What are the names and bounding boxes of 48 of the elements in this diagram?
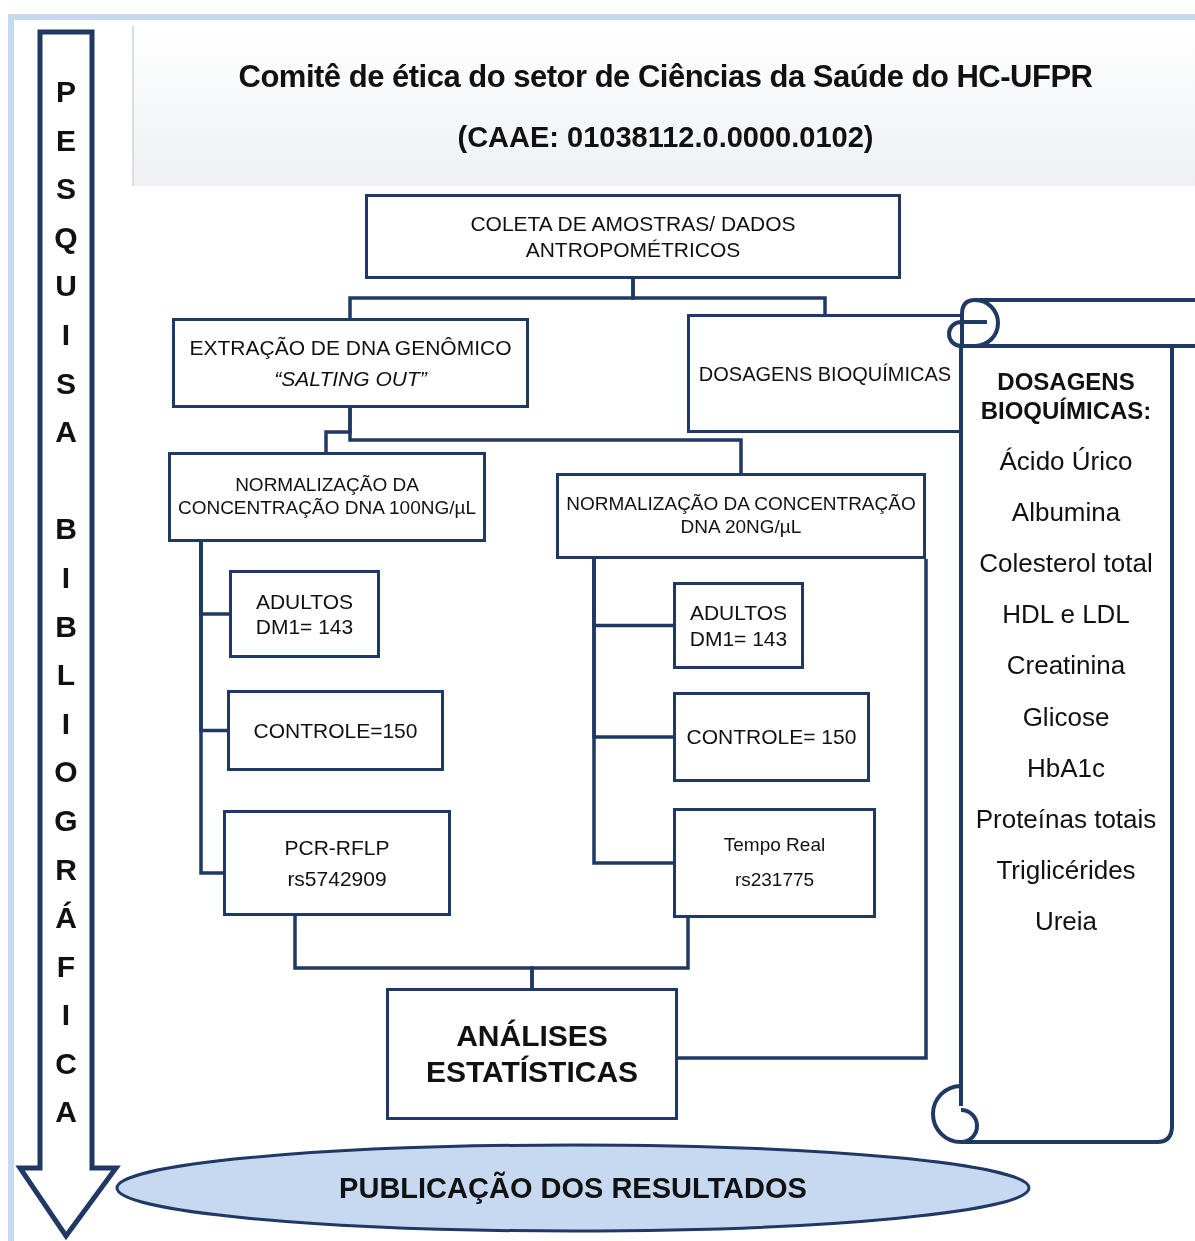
process-box xyxy=(229,570,380,658)
process-box xyxy=(386,988,678,1120)
node-text: ADULTOS DM1= 143 xyxy=(688,600,789,651)
list-item: Colesterol total xyxy=(979,547,1153,580)
reference-code: (CAAE: 01038112.0.0000.0102) xyxy=(457,120,874,154)
process-box xyxy=(227,690,444,771)
process-box xyxy=(673,582,804,669)
connector-line xyxy=(199,542,223,875)
process-box xyxy=(365,194,901,279)
title: Comitê de ética do setor de Ciências da Saúde do HC-UFPR xyxy=(238,58,1093,95)
list-item: Proteínas totais xyxy=(975,803,1157,836)
process-box xyxy=(673,808,876,918)
list-item: HDL e LDL xyxy=(1002,599,1130,631)
node-text: rs5742909 xyxy=(287,866,387,892)
process-box xyxy=(223,810,451,916)
connector-line xyxy=(348,408,743,473)
node-text: CONTROLE=150 xyxy=(253,717,418,744)
list-item: Triglicérides xyxy=(996,855,1136,887)
list-item: Albumina xyxy=(1011,496,1121,528)
node-text: EXTRAÇÃO DE DNA GENÔMICO xyxy=(189,334,512,360)
node-text: NORMALIZAÇÃO DA CONCENTRAÇÃO DNA 20NG/µL xyxy=(565,493,917,539)
list-item: HbA1c xyxy=(1026,752,1105,784)
list-item: Ureia xyxy=(1034,906,1098,938)
process-box xyxy=(673,692,870,782)
node-text: Tempo Real xyxy=(723,834,826,857)
node-text: CONTROLE= 150 xyxy=(686,724,857,750)
list-item: Ácido Úrico xyxy=(999,445,1133,477)
node-text: ADULTOS DM1= 143 xyxy=(254,588,355,640)
vertical-text: PESQUISA BIBLIOGRÁFICA xyxy=(53,74,79,1131)
process-box xyxy=(172,318,529,408)
process-box xyxy=(556,473,926,559)
node-text: ANÁLISES ESTATÍSTICAS xyxy=(424,1018,640,1090)
node-text: PUBLICAÇÃO DOS RESULTADOS xyxy=(339,1170,807,1206)
node-text: PCR-RFLP xyxy=(284,834,390,860)
connector-line xyxy=(530,918,690,988)
node-text: “SALTING OUT” xyxy=(274,366,427,392)
list-item: Glicose xyxy=(1022,701,1110,733)
list-item: Creatinina xyxy=(1006,650,1126,682)
list-heading: DOSAGENS BIOQUÍMICAS: xyxy=(979,368,1153,426)
node-text: DOSAGENS BIOQUÍMICAS xyxy=(698,361,952,386)
node-text: COLETA DE AMOSTRAS/ DADOS ANTROPOMÉTRICOS xyxy=(469,211,797,262)
process-box xyxy=(168,452,486,542)
node-text: rs231775 xyxy=(734,869,815,892)
connector-line xyxy=(678,559,928,1060)
connector-line xyxy=(631,279,827,314)
process-box xyxy=(687,314,963,433)
connector-line xyxy=(592,559,673,865)
node-text: NORMALIZAÇÃO DA CONCENTRAÇÃO DNA 100NG/µL xyxy=(176,474,478,520)
